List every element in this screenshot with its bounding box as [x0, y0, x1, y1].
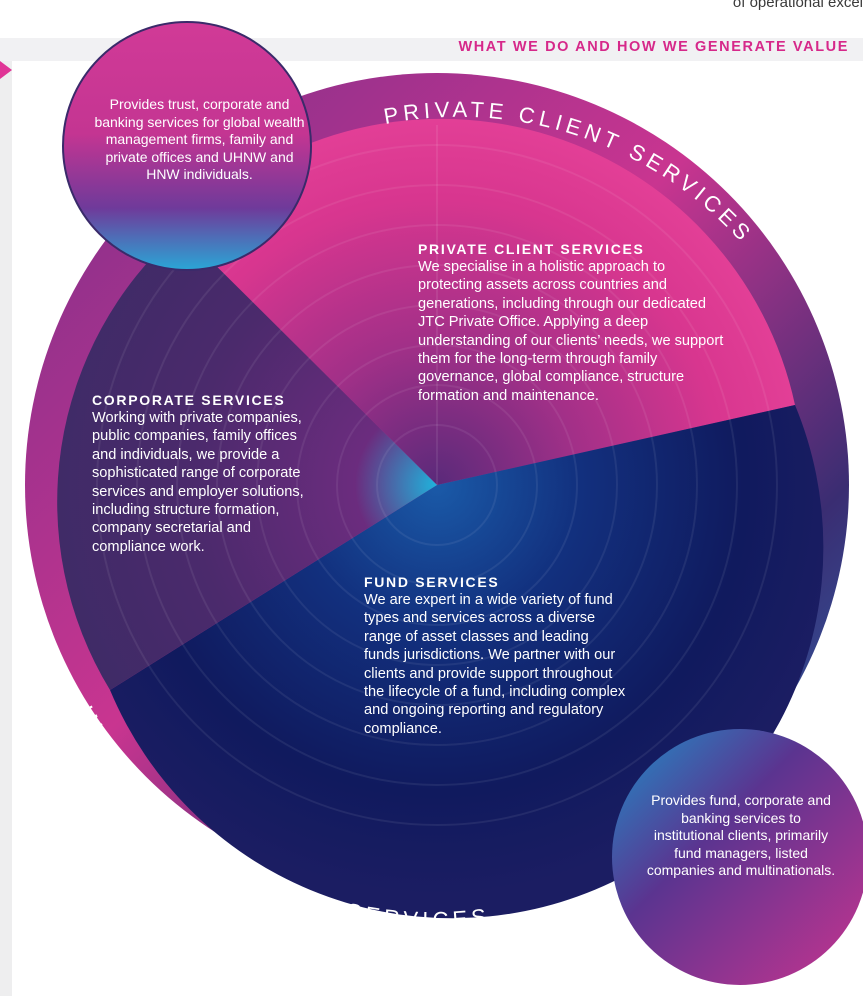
bubble-private-client — [62, 21, 312, 271]
top-running-text: of operational excel — [732, 0, 863, 11]
bubble-private-client-text: Provides trust, corporate and banking se… — [94, 96, 305, 182]
fund-body: We are expert in a wide variety of fund … — [364, 592, 626, 737]
fund-heading: FUND SERVICES — [364, 574, 500, 590]
label-corporate-services: CORPORATE SERVICES Working with private … — [92, 391, 320, 556]
bubble-institutional-client-text: Provides fund, corporate and banking ser… — [646, 792, 836, 878]
private-client-body: We specialise in a holistic approach to … — [418, 259, 724, 404]
label-fund-services: FUND SERVICES We are expert in a wide va… — [364, 573, 626, 738]
segment-private-client — [180, 118, 795, 485]
left-marker-triangle — [0, 61, 12, 79]
section-title: WHAT WE DO AND HOW WE GENERATE VALUE — [458, 39, 849, 55]
left-side-strip — [0, 61, 12, 996]
private-client-heading: PRIVATE CLIENT SERVICES — [418, 241, 645, 257]
concentric-rings — [96, 144, 778, 826]
corporate-heading: CORPORATE SERVICES — [92, 392, 286, 408]
corporate-body: Working with private companies, public c… — [92, 410, 304, 555]
bubble-institutional-client — [612, 729, 863, 985]
segment-corporate — [57, 230, 438, 690]
label-private-client-services: PRIVATE CLIENT SERVICES We specialise in… — [418, 240, 730, 405]
